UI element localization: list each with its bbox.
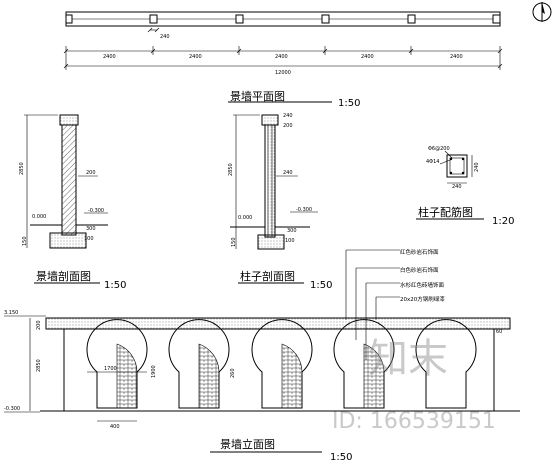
- rebar-side: 240: [474, 162, 480, 172]
- column-section-footing-1: 300: [287, 228, 297, 234]
- elevation-opening-inner: 260: [230, 368, 236, 378]
- plan-dim-4: 2400: [361, 54, 374, 60]
- elevation-cap-dim: 200: [36, 320, 42, 330]
- column-section-elev-0: 0.000: [238, 215, 252, 221]
- rebar-stirrup: Φ6@200: [428, 146, 450, 152]
- wall-section-height-dim: 2850: [19, 162, 25, 175]
- column-section-height-dim: 2850: [228, 163, 234, 176]
- elevation-base-dim: 400: [110, 424, 120, 430]
- elevation-opening-height: 1900: [151, 365, 157, 378]
- elevation-elev-top: 3.150: [4, 310, 18, 316]
- column-section-top-dim: 240: [283, 113, 293, 119]
- note-3: 水杉红色砖墙饰面: [400, 281, 445, 289]
- elevation-elev-ground: -0.300: [4, 406, 20, 412]
- watermark: 知末 ID: 166539151: [332, 336, 496, 434]
- column-rebar: Φ6@200 4Φ14 240 240 柱子配筋图 1:20: [416, 146, 514, 227]
- watermark-id: ID: 166539151: [332, 409, 496, 434]
- elevation-view: 3.150 -0.300 200 2850 1700 1900 260 400 …: [4, 248, 520, 462]
- wall-section-elev-0: 0.000: [32, 214, 46, 220]
- watermark-logo: 知末: [368, 336, 448, 382]
- plan-title: 景墙平面图: [230, 89, 285, 103]
- plan-dim-3: 2400: [275, 54, 288, 60]
- plan-view: 240 2400 2400 2400 2400 2400 12000 景墙平面图…: [63, 11, 503, 109]
- wall-section-title: 景墙剖面图: [36, 269, 91, 283]
- rebar-section-outline: [446, 154, 468, 178]
- plan-scale: 1:50: [338, 98, 360, 109]
- elevation-openings: [86, 319, 477, 409]
- rebar-bars: 4Φ14: [426, 159, 439, 165]
- column-section: 240 200 2850 240 0.000 -0.300 300 100 15…: [228, 113, 332, 291]
- wall-section: 2850 200 0.000 -0.300 300 100 150 景墙剖面图 …: [19, 114, 126, 291]
- column-section-footing-2: 100: [285, 238, 295, 244]
- plan-posts: [65, 14, 501, 24]
- plan-dim-2: 2400: [189, 54, 202, 60]
- plan-dim-5: 2400: [450, 54, 463, 60]
- elevation-right-dim: 60: [496, 329, 502, 335]
- rebar-scale: 1:20: [492, 216, 514, 227]
- note-1: 红色砂岩石饰面: [400, 248, 439, 256]
- wall-section-mid-dim: 200: [86, 170, 96, 176]
- column-section-scale: 1:50: [310, 280, 332, 291]
- plan-post-dim: 240: [160, 34, 170, 40]
- wall-section-elev-ground: -0.300: [88, 208, 104, 214]
- wall-section-footing-1: 300: [86, 226, 96, 232]
- wall-section-scale: 1:50: [104, 280, 126, 291]
- elevation-height-dim: 2850: [36, 359, 42, 372]
- column-section-footing-3: 150: [231, 237, 237, 247]
- wall-section-footing-3: 150: [22, 236, 28, 246]
- wall-section-footing-2: 100: [84, 236, 94, 242]
- north-arrow-icon: [532, 2, 552, 22]
- plan-total-dim: 12000: [275, 70, 291, 76]
- note-2: 白色砂岩石饰面: [400, 266, 439, 274]
- rebar-size: 240: [452, 184, 462, 190]
- column-section-cap-dim: 200: [283, 123, 293, 129]
- column-section-elev-ground: -0.300: [296, 207, 312, 213]
- rebar-title: 柱子配筋图: [418, 205, 473, 219]
- column-section-title: 柱子剖面图: [240, 269, 295, 283]
- plan-dim-1: 2400: [103, 54, 116, 60]
- elevation-scale: 1:50: [330, 452, 352, 462]
- elevation-opening-width: 1700: [104, 366, 117, 372]
- note-4: 20x20方钢刷绿漆: [400, 295, 445, 303]
- elevation-notes: 红色砂岩石饰面 白色砂岩石饰面 水杉红色砖墙饰面 20x20方钢刷绿漆: [345, 248, 445, 360]
- column-section-mid-dim: 240: [283, 170, 293, 176]
- elevation-title: 景墙立面图: [220, 437, 275, 451]
